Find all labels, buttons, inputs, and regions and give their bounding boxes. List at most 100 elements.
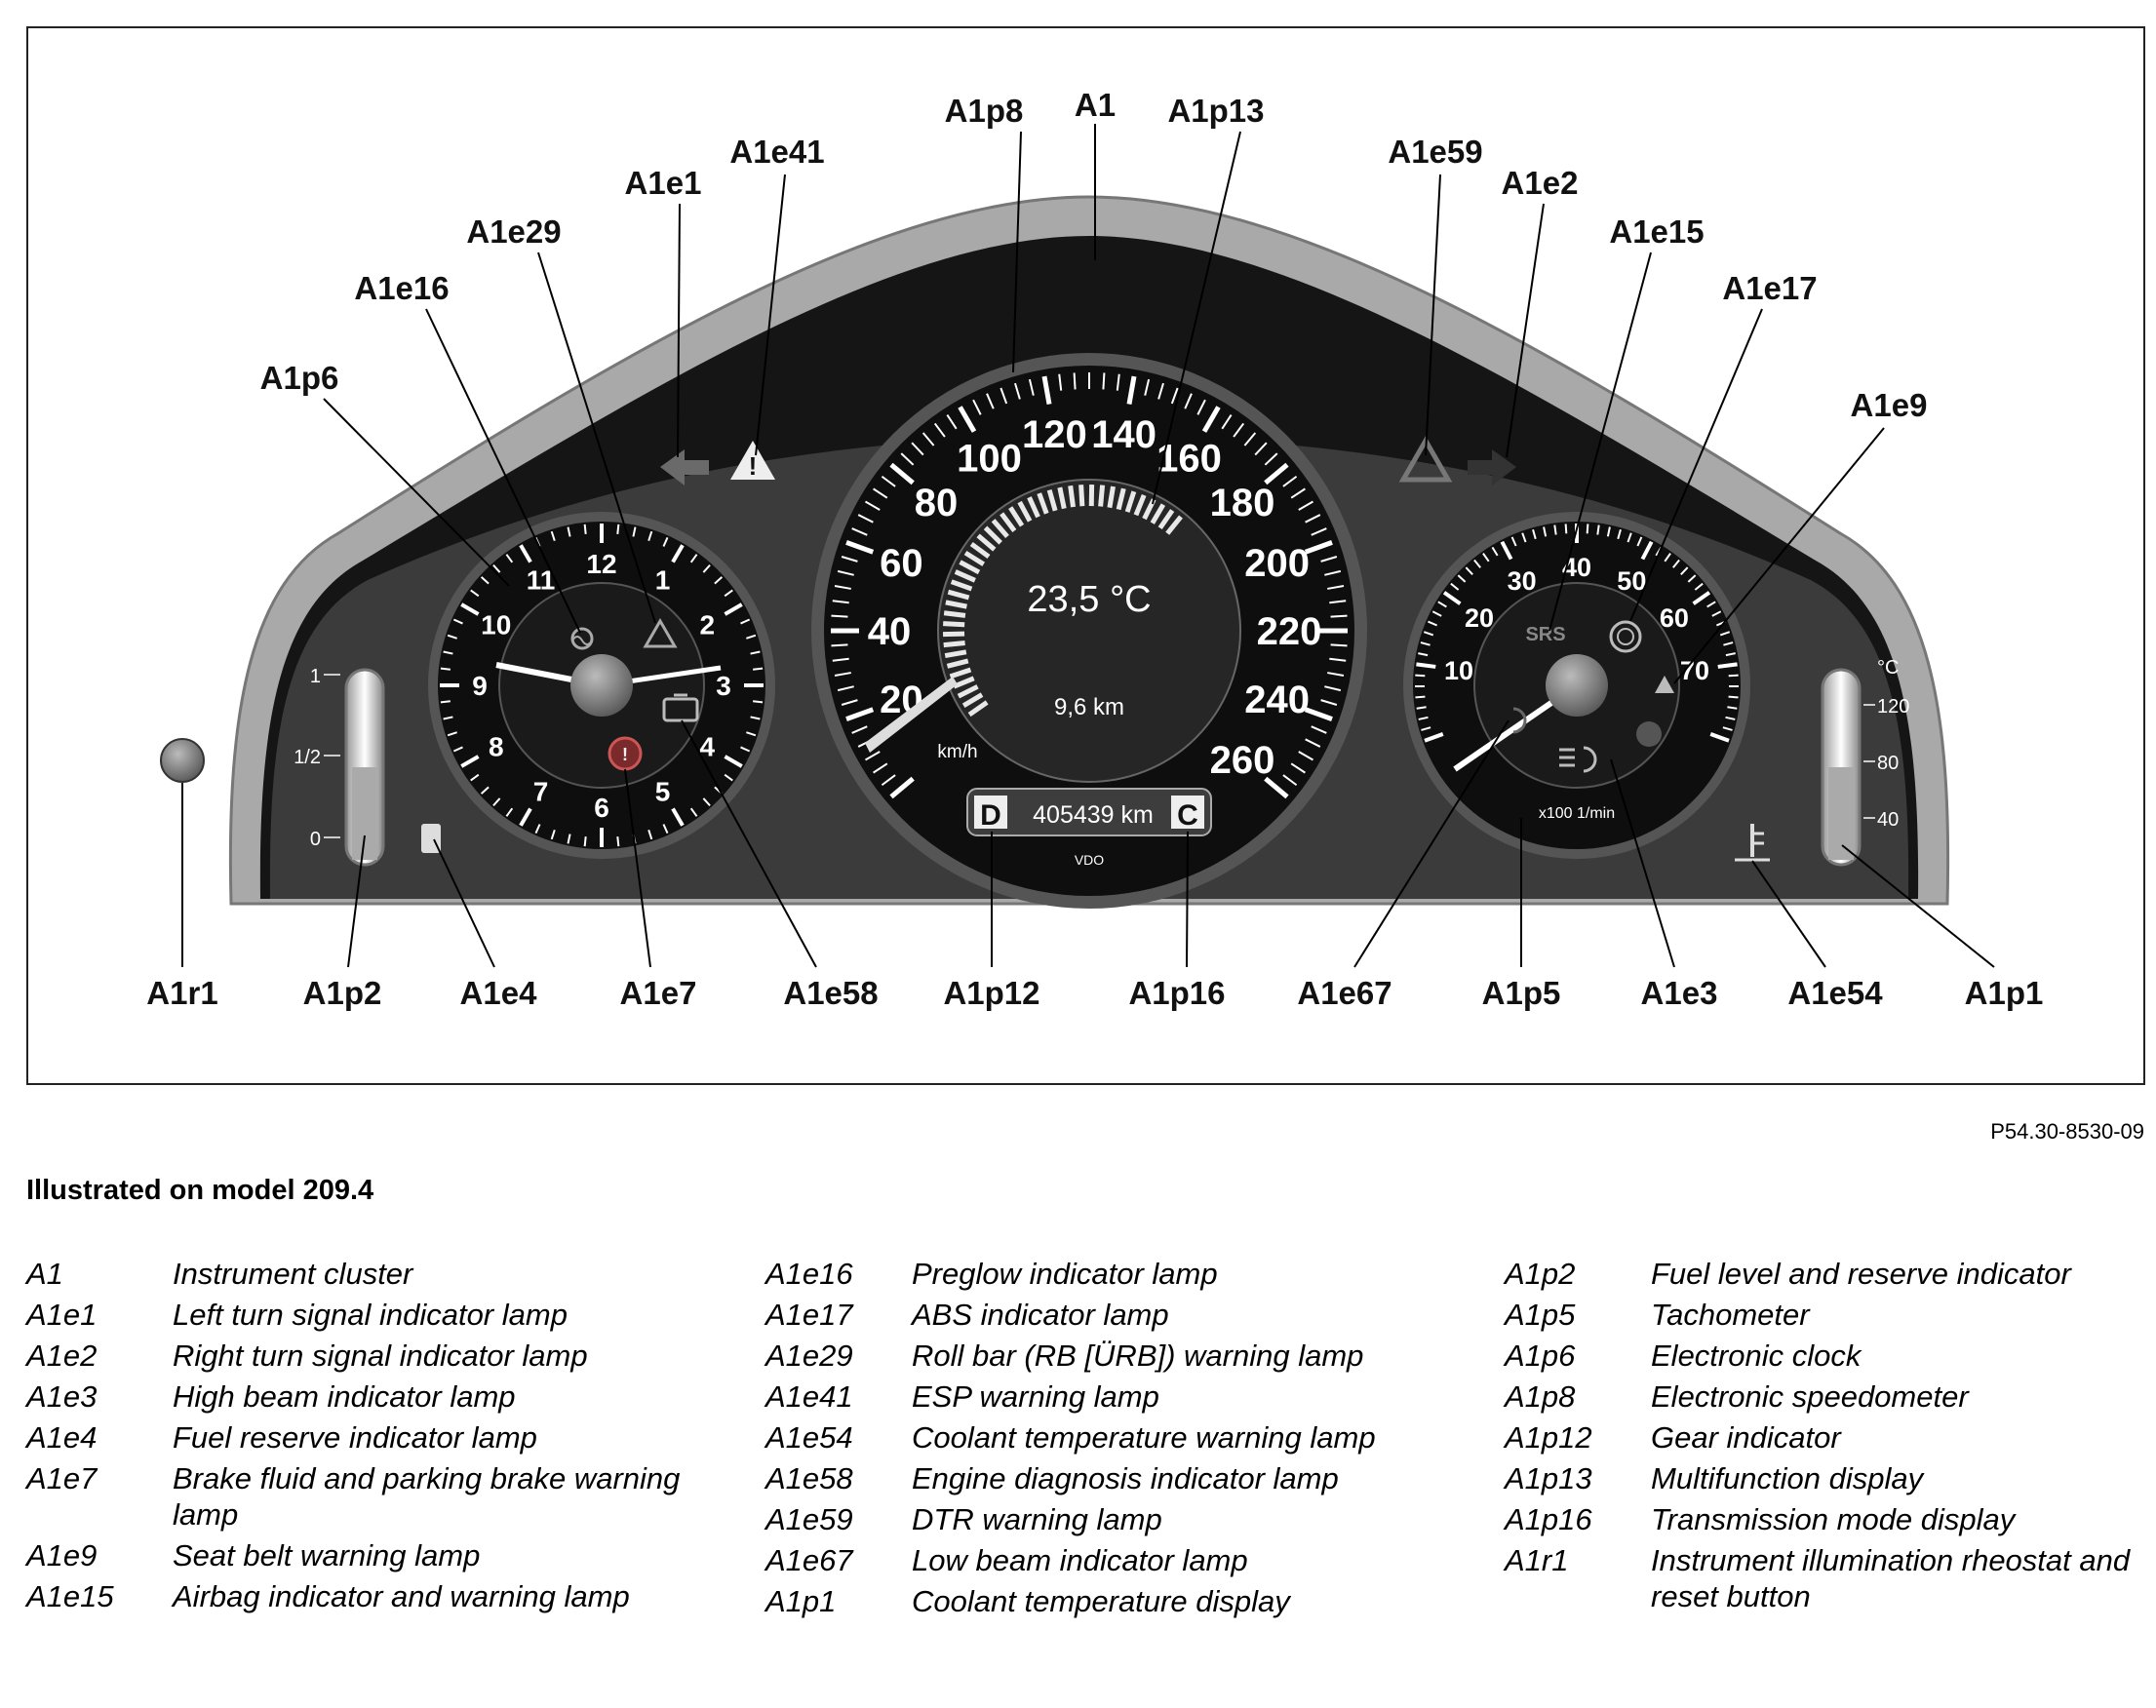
- clock-tick: [750, 650, 761, 655]
- speed-bar-segment: [1078, 485, 1085, 507]
- leader-line: [1353, 719, 1509, 968]
- leader-line: [1629, 308, 1763, 622]
- tacho-tick: [1416, 706, 1427, 710]
- tacho-tick-label: 30: [1508, 566, 1537, 596]
- clock-number: 2: [699, 610, 715, 640]
- speed-bar-segment: [1000, 512, 1017, 533]
- tacho-tick: [1500, 540, 1513, 561]
- gear-indicator-box: [974, 796, 1007, 829]
- tacho-tick: [1606, 526, 1611, 537]
- speed-tick: [958, 406, 977, 433]
- speed-tick: [851, 527, 868, 536]
- speed-tick-label: 80: [915, 482, 959, 524]
- reference-number: P54.30-8530-09: [1990, 1119, 2144, 1144]
- legend-code: A1e41: [765, 1379, 853, 1414]
- clock-tick: [440, 700, 451, 704]
- speed-tick: [1320, 699, 1338, 706]
- clock-tick: [492, 563, 501, 573]
- clock-tick: [443, 716, 453, 720]
- right-turn-signal-icon: [1468, 449, 1516, 485]
- speed-bar-segment: [945, 600, 967, 609]
- speed-bar-segment: [1157, 509, 1175, 530]
- clock-tick: [750, 716, 761, 720]
- legend-description: Brake fluid and parking brake warning la…: [173, 1461, 681, 1532]
- tacho-tick: [1694, 582, 1704, 591]
- legend-code: A1e29: [765, 1339, 853, 1373]
- fuel-gauge: 11/20: [294, 666, 441, 867]
- clock-tick: [567, 834, 571, 844]
- legend-code: A1e2: [26, 1339, 98, 1373]
- callout-label: A1p8: [945, 93, 1024, 129]
- speed-bar-segment: [946, 658, 969, 669]
- tacho-tick: [1725, 716, 1736, 720]
- tacho-tick: [1680, 566, 1689, 575]
- leader-line: [1548, 252, 1652, 632]
- leader-line: [1610, 758, 1675, 968]
- clock-number: 5: [655, 776, 671, 806]
- legend-code: A1e59: [765, 1502, 853, 1536]
- transmission-mode-indicator: C: [1177, 799, 1198, 832]
- speed-tick: [832, 600, 849, 604]
- tacho-tick: [1725, 652, 1736, 657]
- speed-tick: [1221, 414, 1233, 430]
- svg-text:!: !: [749, 451, 758, 481]
- speed-bar-segment: [953, 676, 975, 689]
- legend-description: Multifunction display: [1651, 1461, 1924, 1495]
- clock-number: 12: [586, 549, 616, 579]
- legend-code: A1p2: [1505, 1257, 1576, 1291]
- rheostat-knob: [160, 738, 205, 783]
- clock-tick: [746, 731, 757, 737]
- speed-tick: [1304, 707, 1333, 721]
- speed-tick: [1028, 378, 1035, 396]
- tacho-tick: [1722, 726, 1733, 731]
- speed-bar-segment: [954, 569, 976, 583]
- clock-tick: [492, 797, 501, 807]
- clock-tick: [724, 602, 743, 616]
- speed-tick: [1264, 452, 1278, 466]
- clock-tick: [447, 634, 457, 640]
- callout-label: A1e3: [1641, 975, 1718, 1011]
- speed-tick: [1264, 776, 1289, 799]
- speed-tick: [1329, 600, 1347, 604]
- callout-label: A1e9: [1851, 387, 1928, 423]
- clock-tick: [460, 602, 480, 616]
- speed-bar-segment: [1057, 486, 1067, 510]
- speed-tick: [889, 462, 915, 485]
- clock-tick: [689, 554, 698, 563]
- speed-tick: [873, 487, 888, 499]
- clock-tick: [740, 618, 751, 625]
- trip-readout: 9,6 km: [1054, 694, 1124, 720]
- callout-label: A1e7: [620, 975, 697, 1011]
- tacho-tick: [1719, 631, 1731, 637]
- speed-tick: [1320, 556, 1338, 563]
- legend-description: Fuel level and reserve indicator: [1651, 1257, 2071, 1291]
- esp-warning-icon: !: [730, 441, 775, 481]
- clock-tick: [550, 530, 556, 541]
- speed-tick: [1290, 487, 1306, 499]
- odometer-readout: 405439 km: [1033, 801, 1154, 829]
- tacho-tick: [1687, 574, 1697, 583]
- clock-number: 3: [716, 671, 731, 701]
- callout-label: A1p16: [1128, 975, 1225, 1011]
- clock-number: 9: [472, 671, 488, 701]
- tacho-tick: [1473, 559, 1481, 568]
- tacho-lamp-icon: [1636, 721, 1662, 747]
- clock-tick: [440, 667, 451, 671]
- tacho-tick: [1428, 620, 1438, 627]
- legend-description: Low beam indicator lamp: [912, 1543, 1248, 1577]
- legend-row: A1p2 Fuel level and reserve indicator: [1505, 1256, 2156, 1292]
- leader-line: [537, 252, 656, 624]
- tacho-tick: [1457, 574, 1467, 583]
- tacho-tick: [1415, 695, 1426, 699]
- clock-tick: [519, 807, 532, 827]
- clock-tick: [447, 731, 457, 737]
